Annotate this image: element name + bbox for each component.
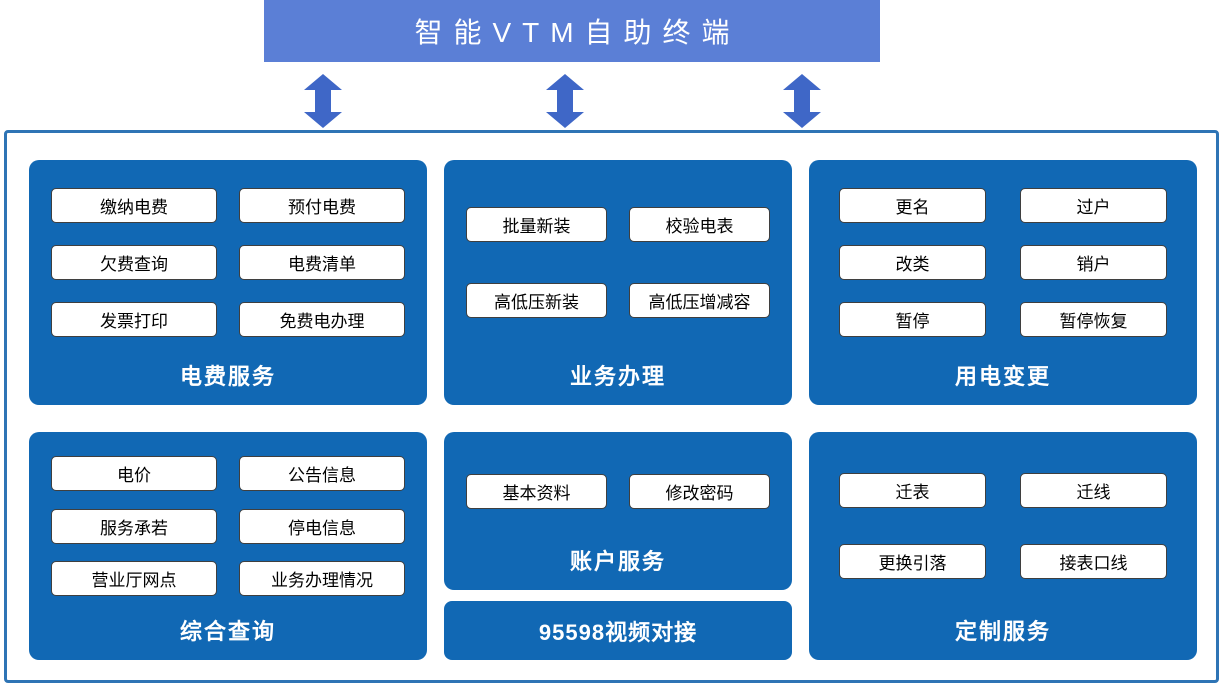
service-button: 基本资料 [466,473,607,509]
double-arrow-icon [304,74,342,128]
service-button: 迁线 [1020,473,1167,509]
service-button: 暂停恢复 [1020,302,1167,337]
double-arrow-icon [546,74,584,128]
button-grid: 缴纳电费 预付电费 欠费查询 电费清单 发票打印 免费电办理 [29,160,427,359]
service-button: 更换引落 [839,543,986,579]
panel-label: 综合查询 [179,619,276,644]
service-button: 改类 [839,245,986,280]
service-button: 公告信息 [239,455,405,491]
service-button: 修改密码 [629,473,770,509]
service-button: 服务承若 [51,508,217,544]
service-button: 发票打印 [51,302,217,337]
button-grid: 基本资料 修改密码 [444,432,792,544]
service-button: 电费清单 [239,245,405,280]
button-grid: 更名 过户 改类 销户 暂停 暂停恢复 [809,160,1197,359]
service-button: 免费电办理 [239,302,405,337]
service-button: 批量新装 [466,207,607,242]
service-button: 暂停 [839,302,986,337]
service-button: 欠费查询 [51,245,217,280]
panel-label: 业务办理 [569,364,666,389]
service-button: 迁表 [839,473,986,509]
panel-account-service: 基本资料 修改密码 账户服务 [444,432,792,590]
service-button: 校验电表 [629,207,770,242]
video-connect-bar: 95598视频对接 [444,601,792,660]
button-grid: 迁表 迁线 更换引落 接表口线 [809,432,1197,614]
panel-comprehensive-query: 电价 公告信息 服务承若 停电信息 营业厅网点 业务办理情况 综合查询 [29,432,427,660]
panel-business-handling: 批量新装 校验电表 高低压新装 高低压增减容 业务办理 [444,160,792,405]
service-button: 销户 [1020,245,1167,280]
services-container: 缴纳电费 预付电费 欠费查询 电费清单 发票打印 免费电办理 电费服务 批量新装… [4,130,1219,683]
panel-label: 账户服务 [569,549,666,574]
panel-fee-service: 缴纳电费 预付电费 欠费查询 电费清单 发票打印 免费电办理 电费服务 [29,160,427,405]
panel-power-change: 更名 过户 改类 销户 暂停 暂停恢复 用电变更 [809,160,1197,405]
service-button: 更名 [839,188,986,223]
button-grid: 电价 公告信息 服务承若 停电信息 营业厅网点 业务办理情况 [29,432,427,614]
panel-label: 定制服务 [954,619,1051,644]
service-button: 高低压新装 [466,283,607,318]
header-title: 智能VTM自助终端 [414,17,741,48]
service-button: 业务办理情况 [239,561,405,597]
service-button: 电价 [51,455,217,491]
service-button: 缴纳电费 [51,188,217,223]
video-connect-label: 95598视频对接 [538,619,698,645]
service-button: 过户 [1020,188,1167,223]
service-button: 接表口线 [1020,543,1167,579]
header-bar: 智能VTM自助终端 [264,0,880,62]
panel-label: 电费服务 [179,364,276,389]
panel-custom-service: 迁表 迁线 更换引落 接表口线 定制服务 [809,432,1197,660]
service-button: 高低压增减容 [629,283,770,318]
double-arrow-icon [783,74,821,128]
service-button: 营业厅网点 [51,561,217,597]
service-button: 停电信息 [239,508,405,544]
button-grid: 批量新装 校验电表 高低压新装 高低压增减容 [444,160,792,359]
panel-label: 用电变更 [954,364,1051,389]
service-button: 预付电费 [239,188,405,223]
